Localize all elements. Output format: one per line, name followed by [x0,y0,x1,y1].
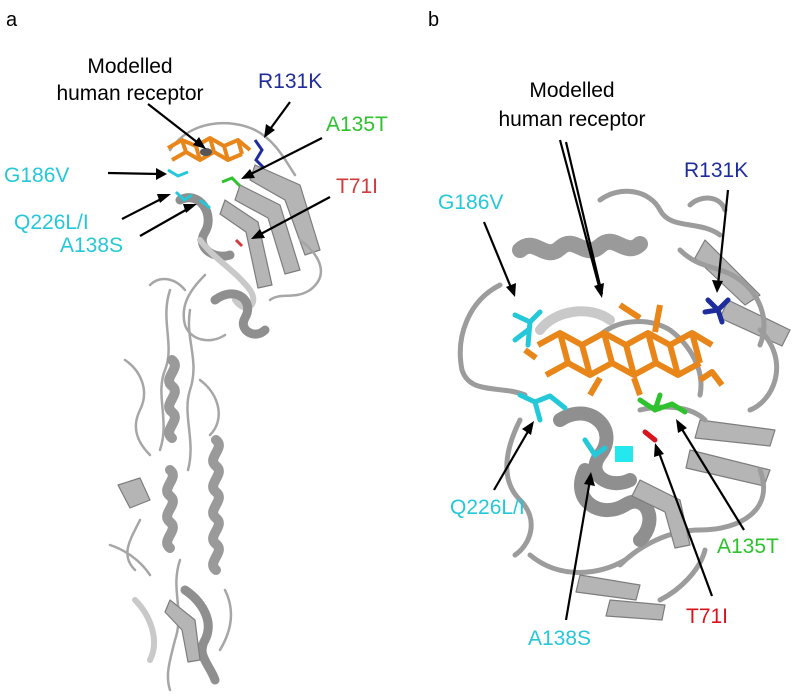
panel-a-label: a [6,9,18,31]
panel-b-residue-A138S-surface [615,446,633,462]
panel-a-ligand [167,136,252,162]
panel-a-residue-A138S [199,198,211,210]
panel-b-ligand [523,302,725,397]
panel-b-title-line1: Modelled [529,79,614,102]
panel-a-residue-A135T [221,176,242,188]
panel-a-label-R131K: R131K [258,70,322,93]
panel-b-residue-R131K [702,297,731,325]
panel-b-label-R131K: R131K [684,159,748,182]
panel-b-residue-Q226L [517,392,568,423]
panel-a-ligand-core [200,148,212,156]
panel-b-label-T71I: T71I [686,605,728,628]
panel-a-protein-structure [108,121,322,692]
panel-a-title-line1: Modelled [87,55,172,78]
panel-a-title-line2: human receptor [56,82,203,105]
panel-a-residue-Q226L [174,190,193,202]
panel-b-label-A138S: A138S [528,627,591,650]
panel-a-residue-R131K [253,139,266,170]
panel-b-arrows [482,139,745,621]
panel-a-residue-G186V [167,168,189,178]
panel-b-residue-A138S [582,437,608,459]
panel-b-label: b [428,9,439,31]
panel-a-label-T71I: T71I [336,175,378,198]
panel-b-protein-structure [457,188,791,621]
panel-a-label-G186V: G186V [4,164,69,187]
panel-a-label-Q226L: Q226L/I [14,211,89,234]
panel-a-residue-T71I [234,238,244,248]
panel-a: a [4,9,388,692]
panel-a-arrows [107,101,331,239]
panel-b-label-A135T: A135T [717,535,779,558]
panel-b-residue-A135T [637,392,688,415]
panel-b-residue-G186V [512,309,543,348]
panel-b-residue-T71I [642,429,658,443]
panel-b-label-G186V: G186V [438,191,503,214]
panel-b-label-Q226L: Q226L/I [450,496,525,519]
panel-a-label-A135T: A135T [326,113,388,136]
panel-b-title-line2: human receptor [498,108,645,131]
panel-b: b [428,9,791,650]
panel-a-label-A138S: A138S [60,234,123,257]
